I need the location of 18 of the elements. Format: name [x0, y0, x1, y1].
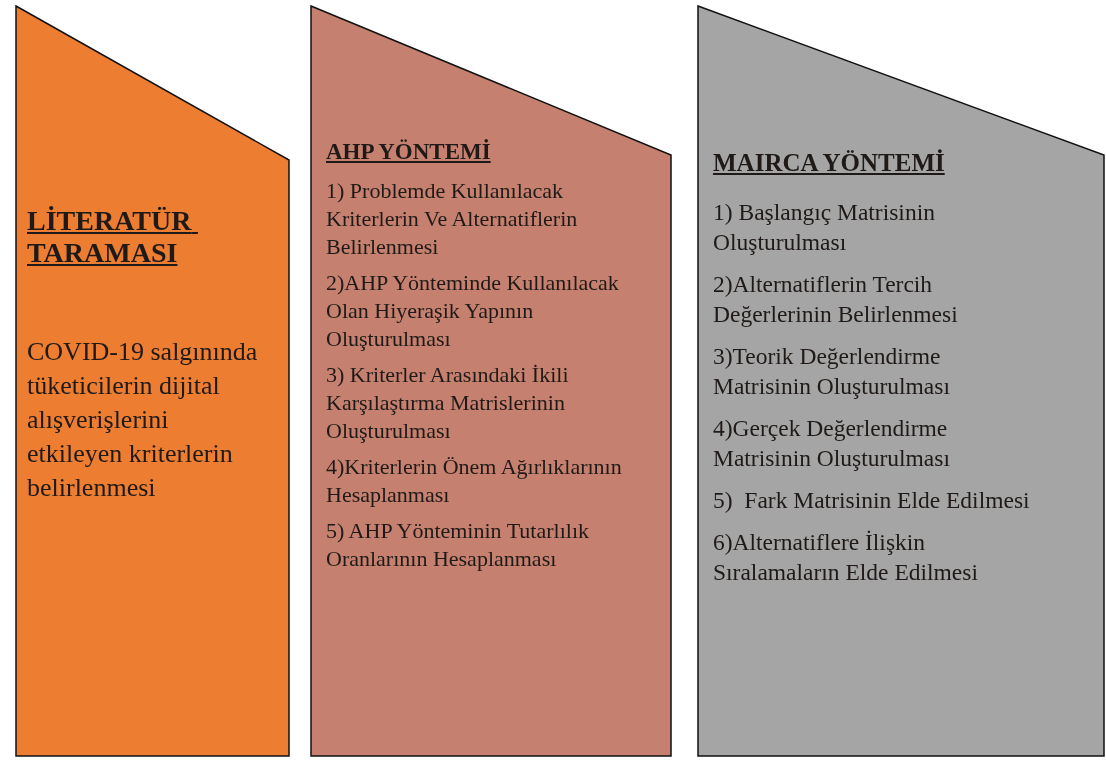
- step-item: 3)Teorik Değerlendirme Matrisinin Oluşturulması: [713, 342, 951, 401]
- chevron-panel: [15, 5, 290, 757]
- step-item: 2)AHP Yönteminde Kullanılacak Olan Hiyeraşik Yapının Oluşturulması: [326, 269, 620, 353]
- heading: LİTERATÜR TARAMASI: [27, 205, 193, 269]
- step-item: 2)Alternatiflerin Tercih Değerlerinin Belirlenmesi: [713, 270, 959, 329]
- step-item: 3) Kriterler Arasındaki İkili Karşılaştırma Matrislerinin Oluşturulması: [326, 361, 570, 445]
- step-item: 1) Başlangıç Matrisinin Oluşturulması: [713, 198, 936, 257]
- step-item: 1) Problemde Kullanılacak Kriterlerin Ve Alternatiflerin Belirlenmesi: [326, 177, 579, 261]
- step-item: 6)Alternatiflere İlişkin Sıralamaların Elde Edilmesi: [713, 528, 979, 587]
- step-item: 5) Fark Matrisinin Elde Edilmesi: [713, 486, 1031, 515]
- step-item: 4)Kriterlerin Önem Ağırlıklarının Hesaplanması: [326, 453, 623, 509]
- chevron-panel: [310, 5, 672, 757]
- description-text: COVID-19 salgınında tüketicilerin dijital alışverişlerini etkileyen kriterlerin belirlenmesi: [27, 336, 259, 504]
- step-item: 4)Gerçek Değerlendirme Matrisinin Oluşturulması: [713, 414, 951, 473]
- heading: AHP YÖNTEMİ: [326, 138, 491, 166]
- chevron-panel: [697, 5, 1105, 757]
- heading: MAIRCA YÖNTEMİ: [713, 148, 945, 178]
- step-item: 5) AHP Yönteminin Tutarlılık Oranlarının Hesaplanması: [326, 517, 590, 573]
